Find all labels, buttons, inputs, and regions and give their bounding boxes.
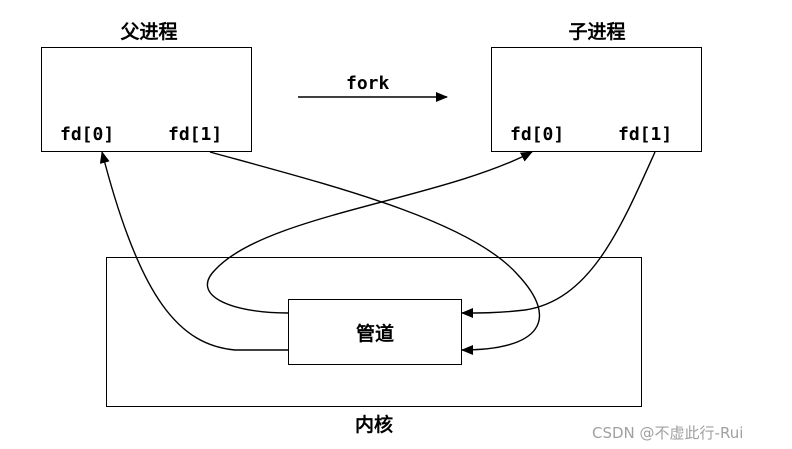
parent-fd1-label: fd[1] (168, 124, 223, 145)
child-process-box (491, 47, 702, 152)
child-process-title: 子进程 (568, 21, 626, 43)
parent-process-title: 父进程 (120, 21, 178, 43)
parent-fd0-label: fd[0] (60, 124, 115, 145)
watermark-text: CSDN @不虚此行-Rui (592, 424, 744, 442)
fork-label: fork (346, 73, 390, 94)
pipe-to-parent-fd0-arrow (99, 151, 288, 351)
kernel-label: 内核 (354, 414, 393, 436)
parent-process-box (41, 47, 252, 152)
parent-fd1-to-pipe-arrow (209, 151, 541, 355)
kernel-box (106, 257, 642, 407)
child-fd1-label: fd[1] (618, 124, 673, 145)
pipe-to-child-fd0-arrow (206, 151, 533, 314)
pipe-label: 管道 (355, 323, 394, 345)
pipe-box (288, 299, 462, 365)
child-fd1-to-pipe-arrow (461, 151, 656, 318)
child-fd0-label: fd[0] (510, 124, 565, 145)
